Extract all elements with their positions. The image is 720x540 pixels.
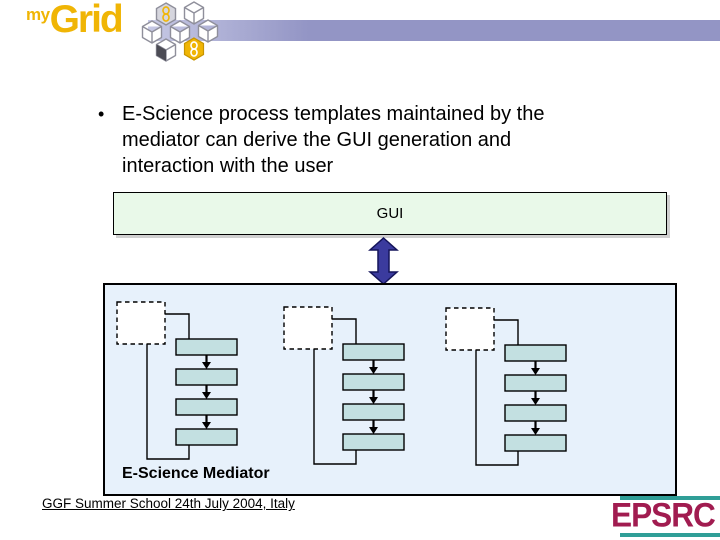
gui-box: GUI bbox=[113, 192, 667, 235]
header-gradient-bar bbox=[148, 20, 720, 41]
mediator-box: E-Science Mediator bbox=[103, 283, 677, 496]
process-templates-diagram bbox=[115, 300, 568, 467]
up-down-arrow-shape bbox=[368, 237, 399, 285]
epsrc-top-bar bbox=[620, 496, 720, 500]
epsrc-bottom-bar bbox=[620, 533, 720, 537]
process-template-group-2 bbox=[282, 305, 406, 466]
process-template-group-3 bbox=[444, 306, 568, 467]
up-down-arrow-icon bbox=[368, 237, 399, 285]
process-template-group-1 bbox=[115, 300, 239, 461]
bullet-line-3: interaction with the user bbox=[122, 155, 334, 177]
mygrid-logo: my Grid bbox=[26, 0, 124, 41]
bullet-line-2: mediator can derive the GUI generation a… bbox=[122, 129, 512, 151]
cube-dark-face bbox=[156, 44, 166, 61]
cube-icon bbox=[183, 1, 205, 25]
bullet-item: • E-Science process templates maintained… bbox=[98, 101, 643, 179]
epsrc-logo-text: EPSRC bbox=[611, 495, 716, 535]
mediator-label: E-Science Mediator bbox=[122, 465, 270, 482]
mygrid-cubes-icon bbox=[141, 1, 219, 62]
cube-icon bbox=[169, 20, 191, 44]
bullet-text: E-Science process templates maintained b… bbox=[122, 101, 544, 179]
mygrid-logo-prefix: my bbox=[26, 5, 50, 24]
bullet-marker: • bbox=[98, 104, 105, 124]
link-icon bbox=[190, 48, 198, 57]
bullet-line-1: E-Science process templates maintained b… bbox=[122, 103, 545, 125]
link-icon bbox=[162, 13, 170, 22]
cube-icon bbox=[141, 20, 163, 44]
epsrc-logo: EPSRC bbox=[610, 492, 720, 540]
gui-box-label: GUI bbox=[376, 205, 404, 222]
footer-text: GGF Summer School 24th July 2004, Italy bbox=[42, 496, 295, 511]
mygrid-logo-word: Grid bbox=[49, 0, 124, 41]
cube-icon bbox=[197, 19, 219, 43]
